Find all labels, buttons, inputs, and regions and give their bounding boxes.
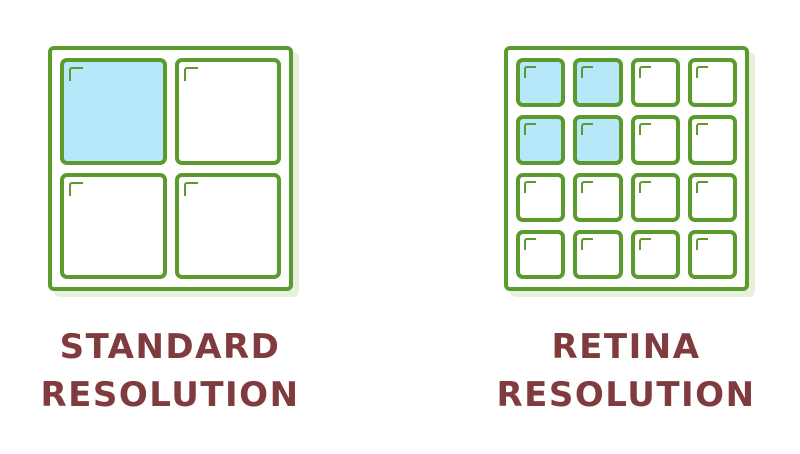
retina-pixel-r0-c1 <box>573 58 623 108</box>
pixel-corner-highlight <box>638 66 651 78</box>
standard-pixel-grid <box>48 46 293 291</box>
retina-caption-line2: RESOLUTION <box>496 375 756 415</box>
pixel-corner-highlight <box>524 180 536 193</box>
retina-pixel-r0-c3 <box>687 58 737 108</box>
pixel-corner-highlight <box>524 66 536 78</box>
retina-pixel-r1-c3 <box>687 115 737 165</box>
retina-pixel-r2-c3 <box>687 172 737 222</box>
pixel-corner-highlight <box>695 123 708 136</box>
pixel-corner-highlight <box>183 181 198 196</box>
pixel-corner-highlight <box>581 237 594 250</box>
retina-pixel-r0-c2 <box>630 58 680 108</box>
pixel-corner-highlight <box>581 66 594 78</box>
pixel-corner-highlight <box>183 67 198 81</box>
standard-pixel-r1-c0 <box>60 172 167 279</box>
retina-pixel-r3-c1 <box>573 229 623 279</box>
retina-pixel-r0-c0 <box>516 58 566 108</box>
retina-pixel-r3-c0 <box>516 229 566 279</box>
pixel-corner-highlight <box>524 123 536 136</box>
retina-pixel-r2-c2 <box>630 172 680 222</box>
standard-caption-line2: RESOLUTION <box>40 375 300 415</box>
pixel-corner-highlight <box>524 237 536 250</box>
retina-pixel-r1-c1 <box>573 115 623 165</box>
pixel-corner-highlight <box>581 123 594 136</box>
pixel-corner-highlight <box>69 181 83 196</box>
pixel-corner-highlight <box>638 237 651 250</box>
retina-pixel-r3-c3 <box>687 229 737 279</box>
retina-pixel-r2-c1 <box>573 172 623 222</box>
pixel-corner-highlight <box>695 66 708 78</box>
retina-pixel-r1-c2 <box>630 115 680 165</box>
retina-pixel-r3-c2 <box>630 229 680 279</box>
standard-resolution-panel: STANDARD RESOLUTION <box>40 46 300 415</box>
retina-pixel-r2-c0 <box>516 172 566 222</box>
retina-pixel-r1-c0 <box>516 115 566 165</box>
pixel-corner-highlight <box>638 180 651 193</box>
pixel-corner-highlight <box>638 123 651 136</box>
standard-pixel-r0-c0 <box>60 58 167 165</box>
pixel-corner-highlight <box>69 67 83 81</box>
pixel-corner-highlight <box>695 237 708 250</box>
standard-pixel-r0-c1 <box>174 58 281 165</box>
pixel-corner-highlight <box>695 180 708 193</box>
retina-pixel-grid <box>504 46 749 291</box>
standard-caption-line1: STANDARD <box>59 327 281 367</box>
retina-caption-line1: RETINA <box>551 327 701 367</box>
retina-resolution-panel: RETINA RESOLUTION <box>400 0 800 454</box>
standard-pixel-r1-c1 <box>174 172 281 279</box>
pixel-corner-highlight <box>581 180 594 193</box>
